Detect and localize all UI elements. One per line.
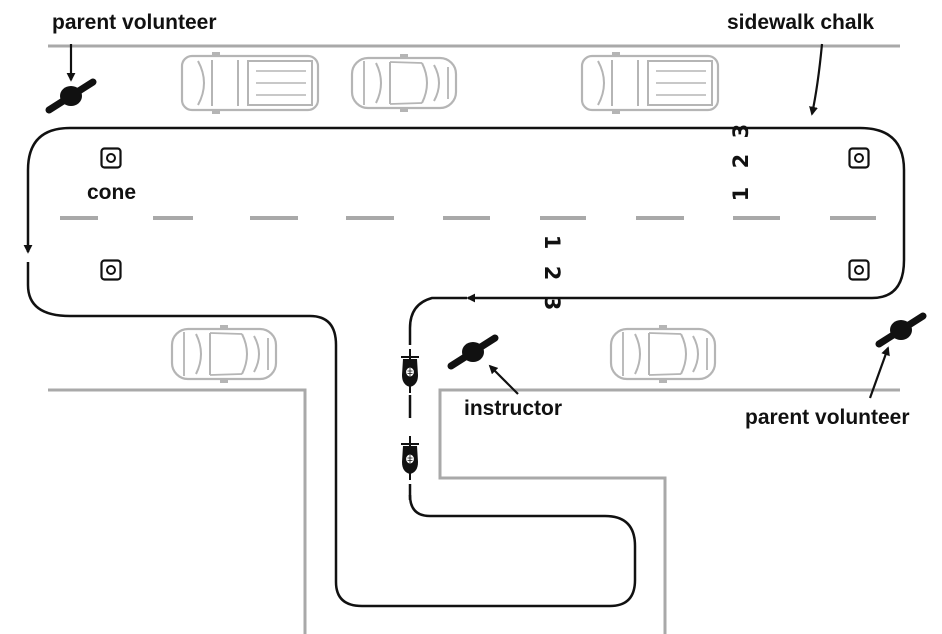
chalk-route-main [408,296,467,345]
chalk-mark: 1 [540,235,564,250]
sidewalk-chalk-label: sidewalk chalk [727,11,874,34]
chalk-route-loop [466,250,906,303]
chalk-mark: 3 [729,124,753,139]
pointer-arrow-parent-bottom [868,346,890,399]
parent-volunteer-top-label: parent volunteer [52,11,217,34]
bottom-left-curb [48,388,307,634]
cone-icon [100,147,122,169]
cone-icon [848,147,870,169]
chalk-route-exit [26,262,637,608]
instructor-icon [451,338,495,366]
instructor-label: instructor [464,397,562,420]
cone-label: cone [87,181,136,204]
bottom-right-curb [438,388,900,634]
curb-lines [48,44,900,634]
chalk-mark: 3 [540,296,564,311]
chalk-marks-upper: 1 2 3 [729,124,753,202]
cone-icon [848,259,870,281]
chalk-mark: 2 [729,154,753,169]
chalk-mark: 1 [729,187,753,202]
pointer-arrow-instructor [488,364,519,395]
chalk-mark: 2 [540,266,564,281]
cone-icon [100,259,122,281]
parked-truck-left [180,50,320,116]
parked-car-top [350,52,458,114]
parent-volunteer-bottom-icon [879,316,923,344]
parked-car-bottom-left [170,323,278,385]
chalk-marks-lower: 1 2 3 [540,235,564,311]
parent-volunteer-top-icon [49,82,93,110]
chalk-route-street [23,126,906,254]
parked-truck-right [580,50,720,116]
parked-car-bottom-right [609,323,717,385]
pointer-arrow-sidewalk-chalk [809,43,824,116]
parent-volunteer-bottom-label: parent volunteer [745,406,910,429]
bicycle-rider-icon [400,435,420,481]
bicycle-rider-icon [400,348,420,394]
